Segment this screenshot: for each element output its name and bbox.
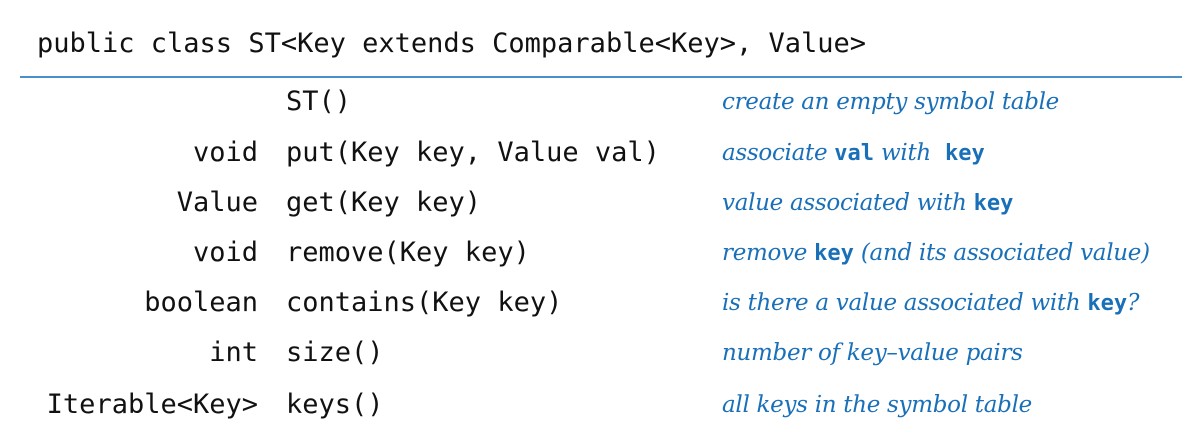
return-type: boolean	[144, 287, 258, 318]
api-row: Value get(Key key) value associated with k…	[0, 187, 1182, 237]
method-description: create an empty symbol table	[722, 89, 1059, 115]
method-signature: put(Key key, Value val)	[286, 137, 660, 168]
api-row: int size() number of key–value pairs	[0, 337, 1182, 387]
api-row: boolean contains(Key key) is there a value…	[0, 287, 1182, 337]
method-signature: ST()	[286, 86, 352, 117]
method-signature: size()	[286, 337, 384, 368]
method-signature: remove(Key key)	[286, 237, 530, 268]
return-type: Iterable<Key>	[46, 389, 258, 420]
return-type: void	[192, 137, 258, 168]
description-text: (and its associated value)	[853, 240, 1150, 266]
description-text: number of key–value pairs	[722, 340, 1023, 366]
method-description: value associated with key	[722, 190, 1013, 216]
method-description: all keys in the symbol table	[722, 392, 1032, 418]
method-signature: keys()	[286, 389, 384, 420]
description-text: is there a value associated with	[722, 290, 1088, 316]
description-text: value associated with	[722, 190, 974, 216]
method-signature: get(Key key)	[286, 187, 482, 218]
description-text: with	[874, 140, 945, 166]
class-signature: public class ST<Key extends Comparable<K…	[37, 28, 867, 59]
return-type: int	[209, 337, 258, 368]
description-code: key	[814, 241, 854, 266]
description-text: all keys in the symbol table	[722, 392, 1032, 418]
description-code: key	[973, 191, 1014, 216]
method-description: associate val with key	[722, 140, 985, 166]
description-code: key	[944, 141, 985, 166]
api-row: void remove(Key key) remove key (and its a…	[0, 237, 1182, 287]
method-description: remove key (and its associated value)	[722, 240, 1150, 266]
api-row: ST() create an empty symbol table	[0, 86, 1182, 136]
method-description: number of key–value pairs	[722, 340, 1023, 366]
description-code: val	[834, 141, 875, 166]
method-description: is there a value associated with key?	[722, 290, 1139, 316]
return-type: Value	[176, 187, 258, 218]
description-text: create an empty symbol table	[722, 89, 1059, 115]
description-text: ?	[1127, 290, 1140, 316]
method-signature: contains(Key key)	[286, 287, 563, 318]
description-text: remove	[722, 240, 815, 266]
header-rule	[20, 76, 1182, 78]
api-row: Iterable<Key> keys() all keys in the symbo…	[0, 389, 1182, 439]
description-code: key	[1087, 291, 1128, 316]
return-type: void	[192, 237, 258, 268]
api-row: void put(Key key, Value val) associate val…	[0, 137, 1182, 187]
description-text: associate	[722, 140, 835, 166]
